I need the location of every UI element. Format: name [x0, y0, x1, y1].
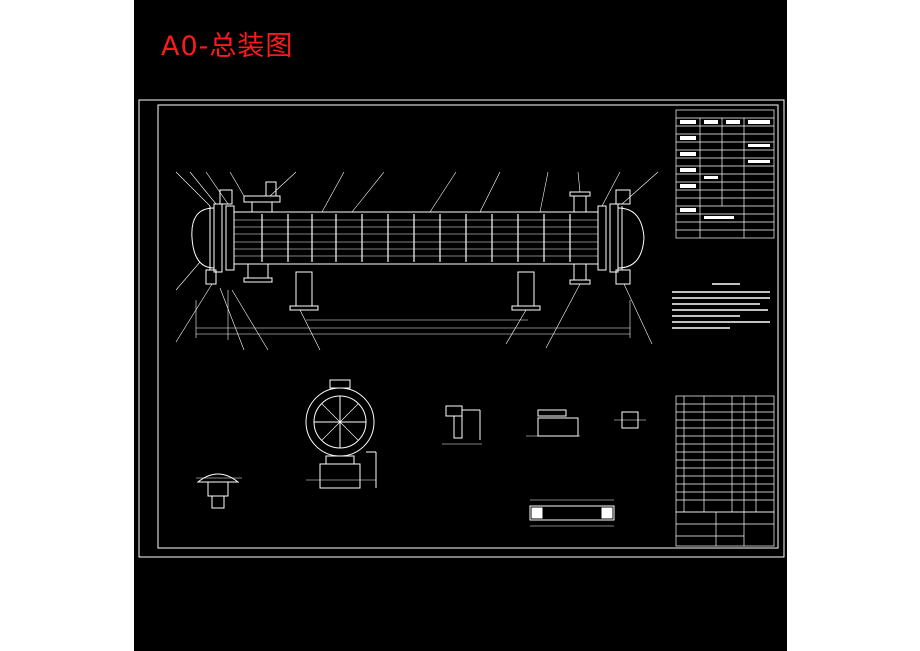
- section-view: [305, 379, 377, 489]
- design-data-table: [675, 109, 775, 239]
- detail-view-1: [442, 405, 482, 445]
- drawing-sheet: [134, 0, 787, 651]
- tube-bundle: [234, 219, 598, 257]
- design-data-table-fill: [680, 120, 770, 219]
- bottom-detail-view: [529, 499, 615, 527]
- page-title: A0-总装图: [161, 31, 294, 62]
- baffles: [261, 214, 571, 262]
- heat-exchanger-elevation: [175, 171, 659, 351]
- outer-frame: [138, 99, 785, 558]
- detail-view-4: [196, 473, 242, 509]
- parts-list: [675, 395, 775, 547]
- dimension-lines: [195, 290, 631, 340]
- leader-lines: [175, 171, 659, 351]
- detail-view-2: [526, 409, 580, 437]
- detail-view-3: [614, 411, 646, 429]
- technical-requirements: [672, 283, 770, 329]
- inner-frame: [157, 104, 779, 549]
